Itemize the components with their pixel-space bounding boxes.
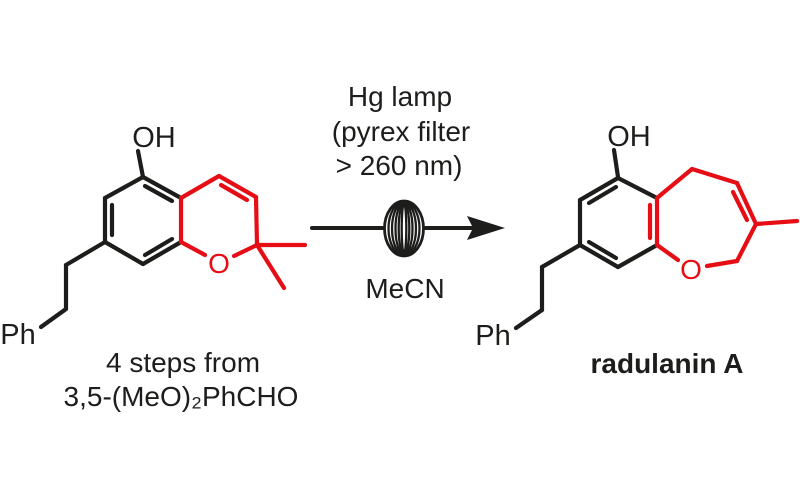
bond [654,242,681,263]
reactant-phenethyl-chain [38,239,108,330]
reactant-o-label: O [208,248,230,279]
product-oh-label: OH [607,121,651,153]
bond [734,221,759,264]
product-phenethyl-chain [513,242,583,331]
bond [704,258,740,269]
condition-line3: > 260 nm) [336,150,463,181]
hydroxyl-bond [611,147,621,180]
bond [102,174,146,201]
bond [216,173,259,200]
reactant-structure: OH Ph O 4 steps from 3,5-(MeO)₂PhCHO [0,122,308,412]
reactant-caption-line2: 3,5-(MeO)₂PhCHO [64,381,299,412]
bond [654,166,695,201]
bond [734,180,759,227]
bond [63,239,108,268]
bond [102,239,146,267]
double-bond-inner [586,239,619,261]
bond [231,242,260,259]
bond [178,239,208,258]
double-bond-inner [218,182,250,203]
product-oxepine-ring-highlight: O [647,166,800,285]
reactant-caption-line1: 4 steps from [106,347,260,378]
bond [253,194,260,248]
reactant-pyran-ring-highlight: O [178,173,308,291]
reactant-benzene-ring [102,174,184,267]
flow-coil-icon [383,199,425,258]
double-bond-inner [586,184,619,206]
bond [539,242,583,270]
condition-line2: (pyrex filter [332,116,470,147]
bond [577,242,621,270]
bond [689,166,740,186]
reactant-ph-label: Ph [0,319,35,351]
bond [140,174,184,201]
methyl-bond [753,218,800,227]
arrow-head [467,216,505,240]
product-benzene-ring [577,175,660,270]
product-o-label: O [680,254,702,285]
bond [615,175,660,201]
bond [178,173,222,201]
condition-line1: Hg lamp [348,81,452,112]
solvent-label: MeCN [365,273,444,304]
bond [615,242,660,270]
double-bond-inner [142,183,175,204]
double-bond-inner [730,189,750,223]
product-name: radulanin A [591,348,744,379]
bond [38,306,69,330]
product-structure: OH Ph O radulanin A [475,121,800,379]
bond [577,175,621,203]
product-ph-label: Ph [475,320,510,352]
bond [513,307,545,331]
hydroxyl-bond [135,148,146,180]
bond [140,239,184,267]
double-bond-inner [142,236,175,258]
reactant-oh-label: OH [132,122,176,154]
reaction-arrow: Hg lamp (pyrex filter > 260 nm) MeCN [310,81,505,304]
methyl-bond [254,242,287,291]
